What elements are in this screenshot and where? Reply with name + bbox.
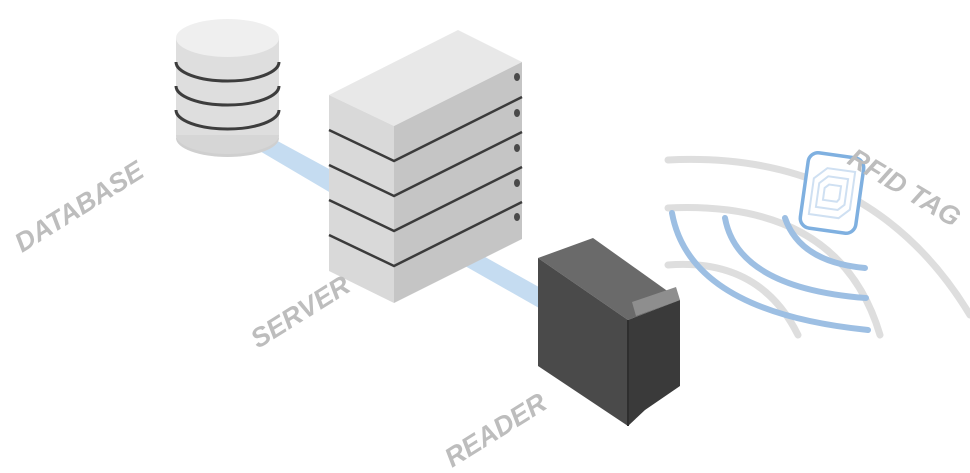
- link-server-reader: [458, 253, 546, 312]
- rfid-tag-icon: [798, 151, 866, 235]
- server-icon: [328, 30, 523, 303]
- label-server: SERVER: [245, 270, 355, 355]
- label-reader: READER: [439, 387, 552, 473]
- label-database: DATABASE: [9, 155, 150, 258]
- link-database-server: [258, 138, 342, 196]
- database-icon: [174, 19, 281, 157]
- reader-icon: [538, 238, 680, 426]
